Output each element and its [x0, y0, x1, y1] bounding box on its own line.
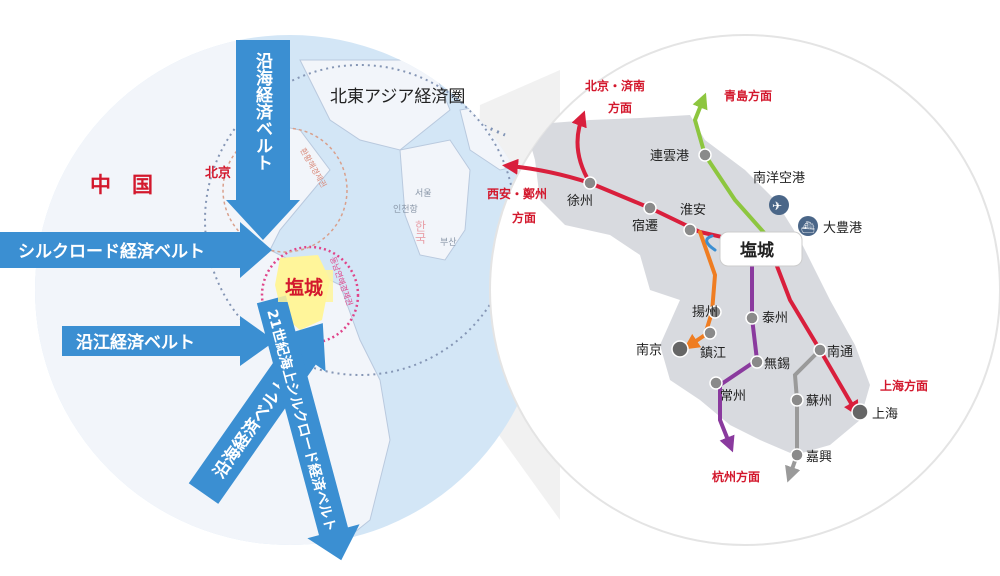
direction-xian-zhengzhou-2: 方面: [512, 210, 536, 225]
belt-coastal-north-label: 沿海経済ベルト: [252, 52, 273, 171]
yancheng-center-box: [719, 231, 803, 267]
direction-beijing-jinan: 北京・済南: [585, 78, 645, 93]
dot-nantong: [813, 343, 827, 357]
ship-glyph: ⛴: [801, 221, 815, 234]
direction-beijing-jinan-2: 方面: [608, 100, 632, 115]
busan-label: 부산: [440, 237, 457, 248]
direction-qingdao: 青島方面: [724, 88, 772, 103]
label-taizhou: 泰州: [762, 311, 788, 326]
label-shanghai: 上海: [872, 407, 898, 422]
dot-shanghai: [851, 403, 869, 421]
city-labels: 連雲港 徐州 宿遷 淮安 揚州 泰州 南京 鎮江 無錫 南通 常州 蘇州 上海 …: [567, 149, 898, 465]
label-xuzhou: 徐州: [567, 194, 593, 209]
capital-beijing-label: 北京: [205, 165, 231, 181]
airport-icon: [769, 195, 789, 215]
belt-yangtze-label: 沿江経済ベルト: [76, 332, 195, 353]
yellow-sea-ring: [222, 127, 348, 253]
label-suqian: 宿遷: [632, 218, 658, 234]
korea-label: 한국: [413, 220, 427, 244]
route-blue-link: [705, 234, 717, 252]
route-red-north: [571, 110, 592, 185]
dot-wuxi: [750, 355, 764, 369]
direction-hangzhou: 杭州方面: [712, 469, 760, 484]
direction-labels: 北京・済南 方面 西安・鄭州 方面 青島方面 上海方面 杭州方面: [487, 78, 928, 484]
label-zhenjiang: 鎮江: [700, 345, 726, 361]
dot-yangzhou: [708, 305, 722, 319]
jiangsu-province: [525, 115, 870, 455]
dot-zhenjiang: [703, 326, 717, 340]
belt-silk-road-label: シルクロード経済ベルト: [18, 241, 205, 262]
korea-peninsula: [399, 139, 471, 261]
label-yangzhou: 揚州: [692, 304, 718, 320]
airport-label: 南洋空港: [753, 170, 805, 186]
city-dots: [583, 148, 869, 462]
belt-silk-road: シルクロード経済ベルト: [0, 222, 272, 278]
airplane-glyph: ✈: [772, 199, 782, 213]
belt-coastal-north: 沿海経済ベルト: [226, 40, 300, 240]
yancheng-box: [278, 270, 333, 302]
port-icon: [798, 216, 818, 236]
label-wuxi: 無錫: [764, 357, 790, 372]
yancheng-left-label: 塩城: [285, 276, 323, 299]
dot-suzhou: [790, 393, 804, 407]
dot-suqian: [643, 201, 657, 215]
label-huaian: 淮安: [680, 203, 706, 218]
direction-shanghai: 上海方面: [880, 378, 928, 393]
route-red-west: [502, 158, 592, 185]
dot-changzhou: [709, 376, 723, 390]
route-purple: [718, 258, 760, 453]
direction-xian-zhengzhou: 西安・鄭州: [487, 186, 547, 201]
country-china-label: 中 国: [90, 173, 153, 197]
label-jiaxing: 嘉興: [806, 450, 832, 465]
dot-jiaxing: [790, 448, 804, 462]
dot-huaian: [683, 223, 697, 237]
northeast-asia-zone-label: 北東アジア経済圏: [330, 87, 465, 107]
seoul-label: 서울: [415, 188, 432, 199]
yancheng-center-label: 塩城: [740, 240, 774, 261]
belt-yangtze: 沿江経済ベルト: [62, 316, 275, 366]
dot-taizhou: [745, 311, 759, 325]
dot-xuzhou: [583, 176, 597, 190]
label-suzhou: 蘇州: [806, 394, 832, 409]
label-nantong: 南通: [827, 344, 853, 360]
label-nanjing: 南京: [636, 342, 662, 358]
right-map-circle: [489, 34, 1000, 546]
port-label: 大豊港: [823, 221, 862, 236]
label-lianyungang: 連雲港: [650, 149, 689, 164]
incheon-label: 인천항: [393, 204, 418, 215]
label-changzhou: 常州: [720, 389, 746, 404]
dot-lianyungang: [698, 148, 712, 162]
dot-nanjing: [671, 340, 689, 358]
